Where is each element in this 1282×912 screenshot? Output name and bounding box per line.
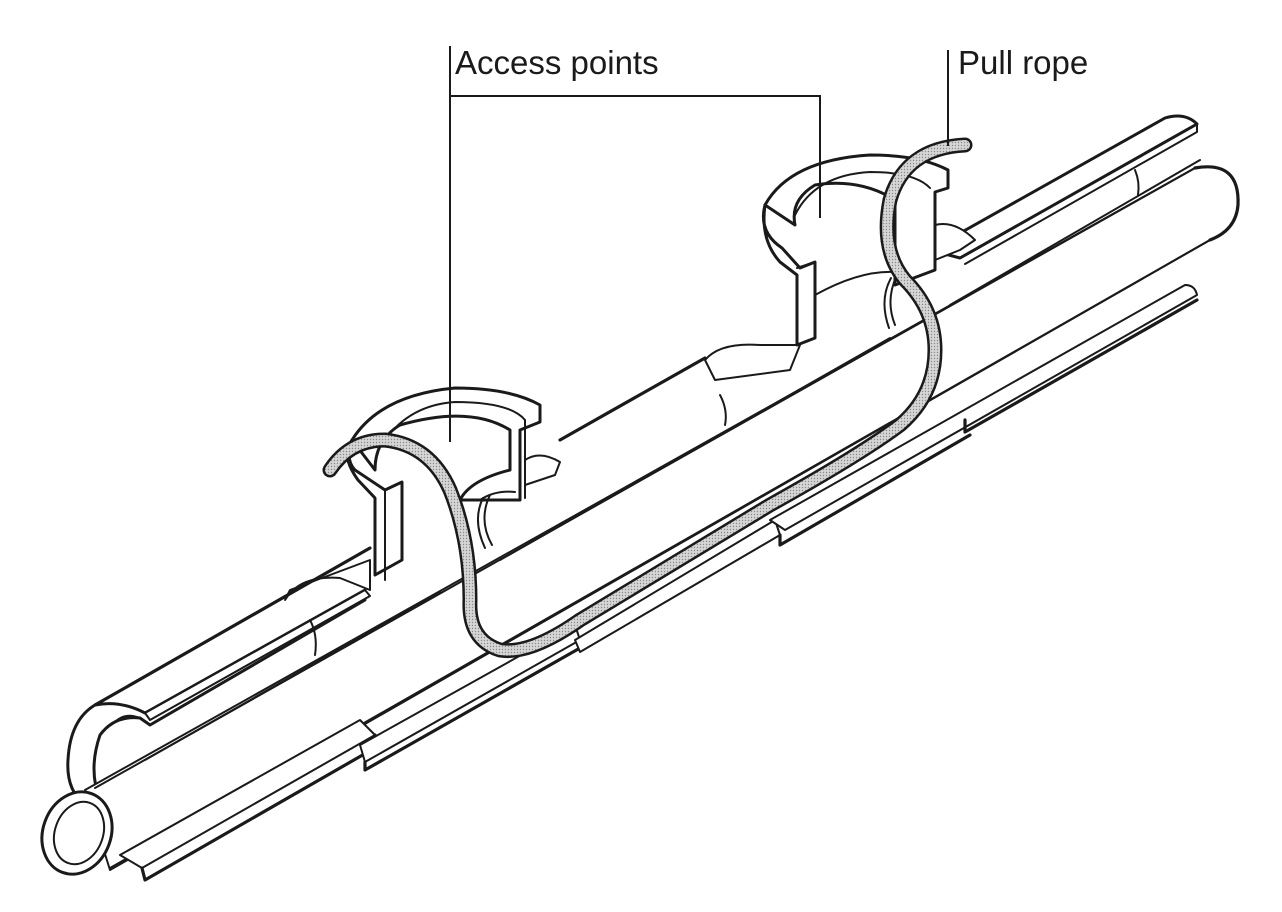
label-access-points: Access points [455,44,659,81]
leader-access-points [449,46,821,442]
access-point-left [284,386,561,601]
label-pull-rope: Pull rope [958,44,1089,81]
outer-duct-side-lines [144,159,1201,761]
outer-duct-upper-shell [66,114,1199,807]
leader-lines [449,46,949,442]
inner-pipe [40,165,1240,876]
bottom-flange [119,284,1199,882]
pull-rope [322,137,973,659]
